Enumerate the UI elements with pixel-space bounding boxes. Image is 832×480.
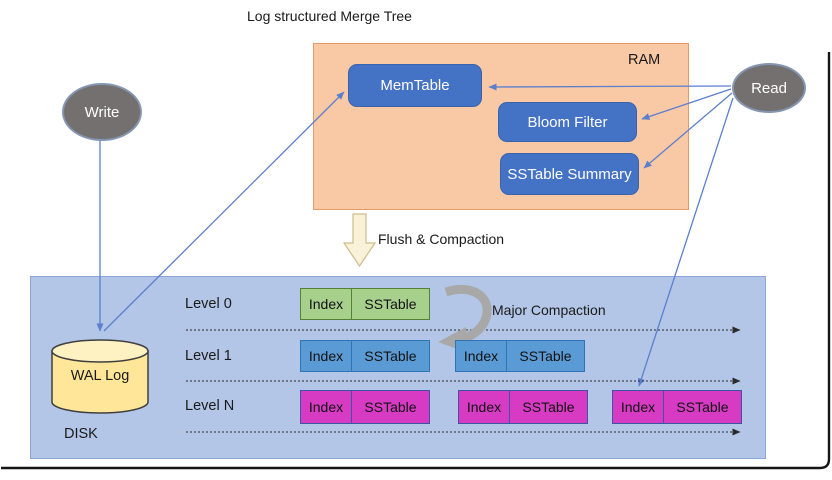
sstable-summary-node: SSTable Summary bbox=[500, 153, 639, 195]
ram-region-label: RAM bbox=[628, 52, 661, 68]
sstable-cell: SSTable bbox=[507, 340, 585, 372]
disk-region-label: DISK bbox=[64, 426, 98, 442]
memtable-node: MemTable bbox=[348, 64, 482, 107]
level1-sstable-box-2: Index SSTable bbox=[455, 340, 585, 372]
level0-sstable-box: Index SSTable bbox=[300, 288, 430, 320]
index-cell: Index bbox=[300, 340, 352, 372]
index-cell: Index bbox=[458, 390, 510, 424]
flush-compaction-label: Flush & Compaction bbox=[378, 231, 505, 247]
index-cell: Index bbox=[300, 390, 352, 424]
leveln-sstable-box-3: Index SSTable bbox=[612, 390, 742, 424]
bloom-filter-node: Bloom Filter bbox=[498, 102, 637, 142]
read-actor: Read bbox=[732, 63, 806, 113]
sstable-cell: SSTable bbox=[664, 390, 742, 424]
index-cell: Index bbox=[300, 288, 352, 320]
diagram-title: Log structured Merge Tree bbox=[247, 8, 412, 24]
flush-down-arrow-icon bbox=[342, 213, 377, 268]
level1-label: Level 1 bbox=[185, 348, 232, 364]
index-cell: Index bbox=[612, 390, 664, 424]
leveln-label: Level N bbox=[185, 398, 235, 414]
leveln-sstable-box-1: Index SSTable bbox=[300, 390, 430, 424]
sstable-cell: SSTable bbox=[510, 390, 588, 424]
level0-label: Level 0 bbox=[185, 296, 232, 312]
sstable-cell: SSTable bbox=[352, 288, 430, 320]
major-compaction-label: Major Compaction bbox=[492, 302, 606, 318]
leveln-sstable-box-2: Index SSTable bbox=[458, 390, 588, 424]
wal-log-label: WAL Log bbox=[70, 368, 130, 384]
sstable-cell: SSTable bbox=[352, 390, 430, 424]
write-actor: Write bbox=[62, 83, 142, 141]
level1-sstable-box-1: Index SSTable bbox=[300, 340, 430, 372]
sstable-cell: SSTable bbox=[352, 340, 430, 372]
index-cell: Index bbox=[455, 340, 507, 372]
